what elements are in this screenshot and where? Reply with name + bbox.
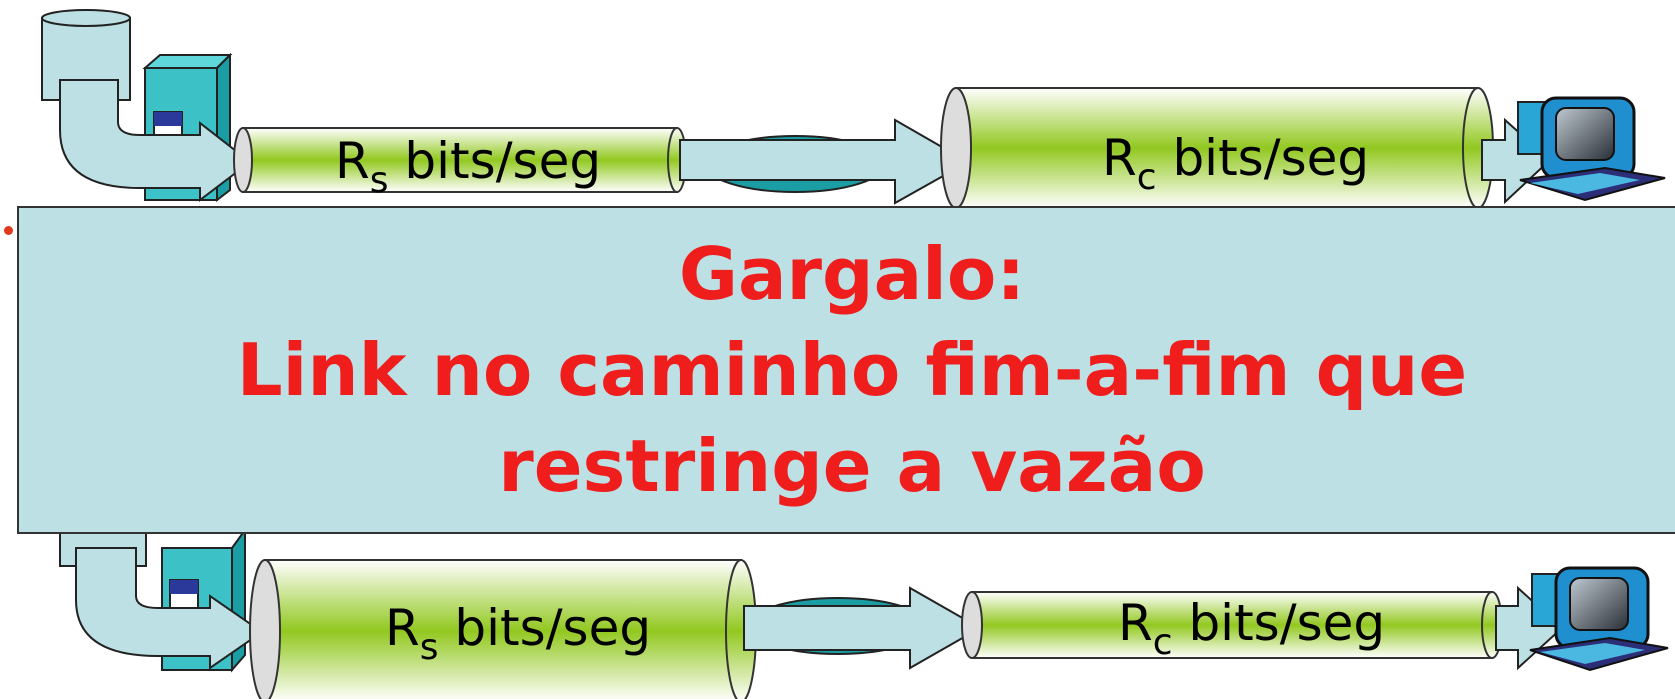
- server-out-arrow: [59, 79, 252, 203]
- client-computer-icon: [1529, 566, 1669, 672]
- top-client-rate-label: Rc bits/seg: [1102, 129, 1369, 198]
- callout-line-2: Link no caminho fim-a-fim que: [236, 328, 1468, 412]
- server-out-arrow: [75, 547, 264, 670]
- client-link-pipe: [940, 87, 1494, 209]
- bottom-client-rate-label: Rc bits/seg: [1118, 594, 1385, 663]
- server-link-pipe: [249, 559, 757, 699]
- callout-line-1: Gargalo:: [678, 232, 1026, 316]
- client-computer-icon: [1517, 96, 1666, 202]
- server-link-pipe: [233, 127, 687, 193]
- bottleneck-callout: Gargalo: Link no caminho fim-a-fim que r…: [17, 206, 1675, 534]
- top-row: Rs bits/seg Rc bits/seg: [41, 9, 1666, 209]
- bottom-server-rate-label: Rs bits/seg: [385, 599, 651, 668]
- router-to-link-arrow: [679, 118, 971, 205]
- client-link-pipe: [961, 591, 1503, 659]
- router-to-link-arrow: [743, 586, 983, 670]
- callout-line-3: restringe a vazão: [498, 424, 1206, 508]
- top-server-rate-label: Rs bits/seg: [335, 132, 601, 201]
- bullet-dot: [4, 226, 13, 235]
- bottom-row: Rs bits/seg Rc bits/seg: [59, 509, 1669, 699]
